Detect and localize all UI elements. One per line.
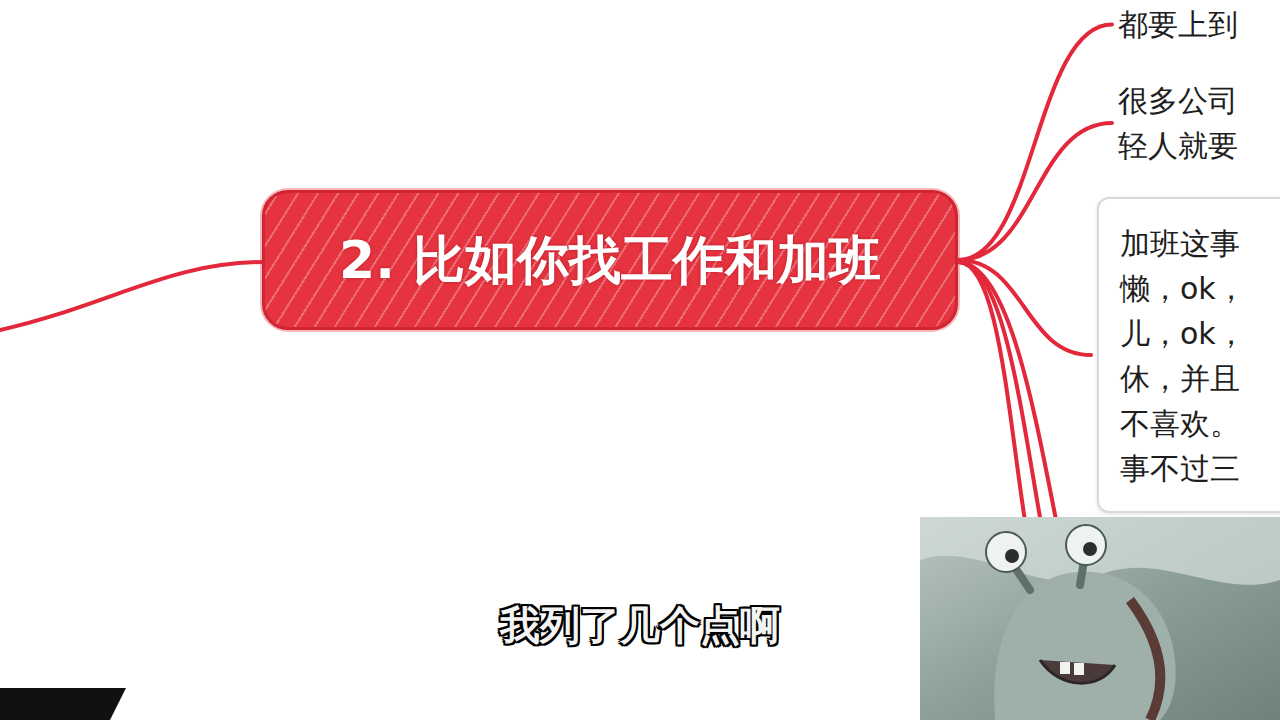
subtitle: 我列了几个点啊: [500, 600, 780, 650]
snail-collar: [1130, 600, 1160, 720]
snail-head: [994, 572, 1175, 720]
note-card: 加班这事 懒，ok， 儿，ok， 休，并且 不喜欢。 事不过三: [1097, 197, 1280, 513]
branch-line: [958, 262, 1060, 540]
topic-text: 很多公司 轻人就要: [1118, 78, 1244, 168]
video-frame: [920, 517, 1280, 720]
snail-mouth: [1040, 660, 1115, 683]
branch-connector: [958, 260, 1091, 355]
snail-eye: [986, 532, 1026, 572]
corner-band: [0, 688, 126, 720]
snail-pupil: [1083, 542, 1097, 556]
topic-text: 加班这事 懒，ok， 儿，ok， 休，并且 不喜欢。 事不过三: [1120, 221, 1262, 491]
snail-tooth: [1060, 662, 1070, 674]
branch-connector: [958, 25, 1112, 261]
parent-branch-line: [0, 262, 264, 330]
central-topic: 2. 比如你找工作和加班: [262, 190, 958, 330]
topic-text: 2. 比如你找工作和加班: [339, 228, 881, 292]
branch-connector: [958, 123, 1112, 260]
snail-eye: [1066, 525, 1106, 565]
branch-topic: 很多公司 轻人就要: [1118, 78, 1244, 168]
branch-topic: 都要上到: [1118, 2, 1238, 47]
snail-pupil: [1005, 549, 1019, 563]
topic-text: 都要上到: [1118, 2, 1238, 47]
snail-tooth: [1074, 663, 1084, 675]
